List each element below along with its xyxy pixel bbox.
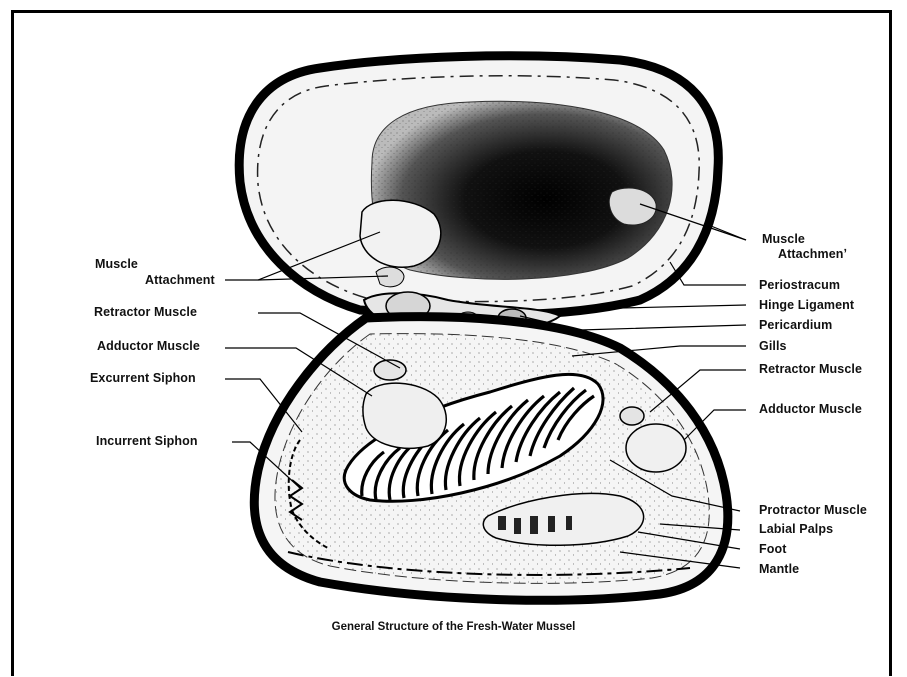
label-protractor-muscle: Protractor Muscle <box>759 503 867 517</box>
label-periostracum: Periostracum <box>759 278 840 292</box>
label-adductor-muscle-right: Adductor Muscle <box>759 402 862 416</box>
label-muscle-attachment-left-1: Muscle <box>95 257 138 271</box>
label-incurrent-siphon: Incurrent Siphon <box>96 434 198 448</box>
label-retractor-muscle-left: Retractor Muscle <box>94 305 197 319</box>
label-adductor-muscle-left: Adductor Muscle <box>97 339 200 353</box>
label-muscle-attachment-right-2: Attachmenʼ <box>778 247 847 261</box>
label-foot: Foot <box>759 542 786 556</box>
label-hinge-ligament: Hinge Ligament <box>759 298 854 312</box>
figure-caption: General Structure of the Fresh-Water Mus… <box>0 621 907 633</box>
lower-valve <box>254 317 728 601</box>
label-muscle-attachment-right-1: Muscle <box>762 232 805 246</box>
label-mantle: Mantle <box>759 562 799 576</box>
label-labial-palps: Labial Palps <box>759 522 833 536</box>
label-excurrent-siphon: Excurrent Siphon <box>90 371 196 385</box>
label-muscle-attachment-left-2: Attachment <box>145 273 215 287</box>
label-gills: Gills <box>759 339 787 353</box>
label-retractor-muscle-right: Retractor Muscle <box>759 362 862 376</box>
upper-valve <box>239 56 718 315</box>
label-pericardium: Pericardium <box>759 318 832 332</box>
